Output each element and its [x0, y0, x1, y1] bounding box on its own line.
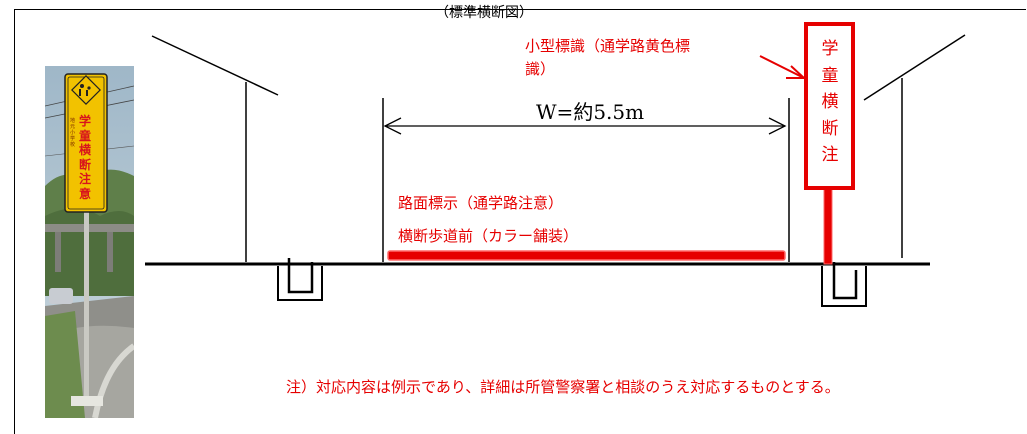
leader-arrow-icon — [786, 65, 807, 79]
big-sign-char: 学 — [821, 39, 839, 59]
diagram-title: （標準横断図） — [435, 5, 533, 21]
arrow-right-icon — [768, 117, 787, 135]
small-sign-label-line1: 小型標識（通学路黄色標 — [525, 37, 691, 55]
arrow-left-icon — [383, 117, 402, 135]
big-sign-post — [823, 187, 833, 265]
gutter-icon — [821, 262, 867, 307]
left-roof-line — [151, 35, 279, 96]
big-sign-board — [804, 22, 855, 190]
photo-sign-text: 学童横断注意 — [79, 114, 92, 201]
big-sign-char: 注 — [821, 145, 839, 165]
big-sign-text: 学 童 横 断 注 — [818, 36, 842, 169]
right-roof-line — [863, 34, 966, 101]
big-sign-char: 童 — [821, 65, 839, 86]
children-pictogram-icon — [71, 75, 101, 105]
photo-sign-small-text: 地元小学校 — [70, 118, 76, 148]
diagram-frame: （標準横断図） — [14, 5, 1026, 434]
road-marking-label-line1: 路面標示（通学路注意） — [398, 194, 564, 212]
sign-photo-image — [45, 66, 134, 418]
leader-arrow-line — [759, 55, 805, 79]
dimension-label: W=約5.5m — [536, 100, 645, 124]
small-sign-label-line2: 識） — [525, 60, 556, 78]
road-marking-label-line2: 横断歩道前（カラー舗装） — [398, 227, 579, 245]
big-sign-char: 断 — [821, 118, 839, 139]
gutter-icon — [277, 258, 323, 301]
note-text: 注）対応内容は例示であり、詳細は所管警察署と相談のうえ対応するものとする。 — [286, 378, 840, 396]
big-sign-char: 横 — [821, 92, 839, 112]
colored-pavement-bar — [387, 250, 786, 261]
sign-photo: 地元小学校 学童横断注意 — [45, 66, 134, 418]
